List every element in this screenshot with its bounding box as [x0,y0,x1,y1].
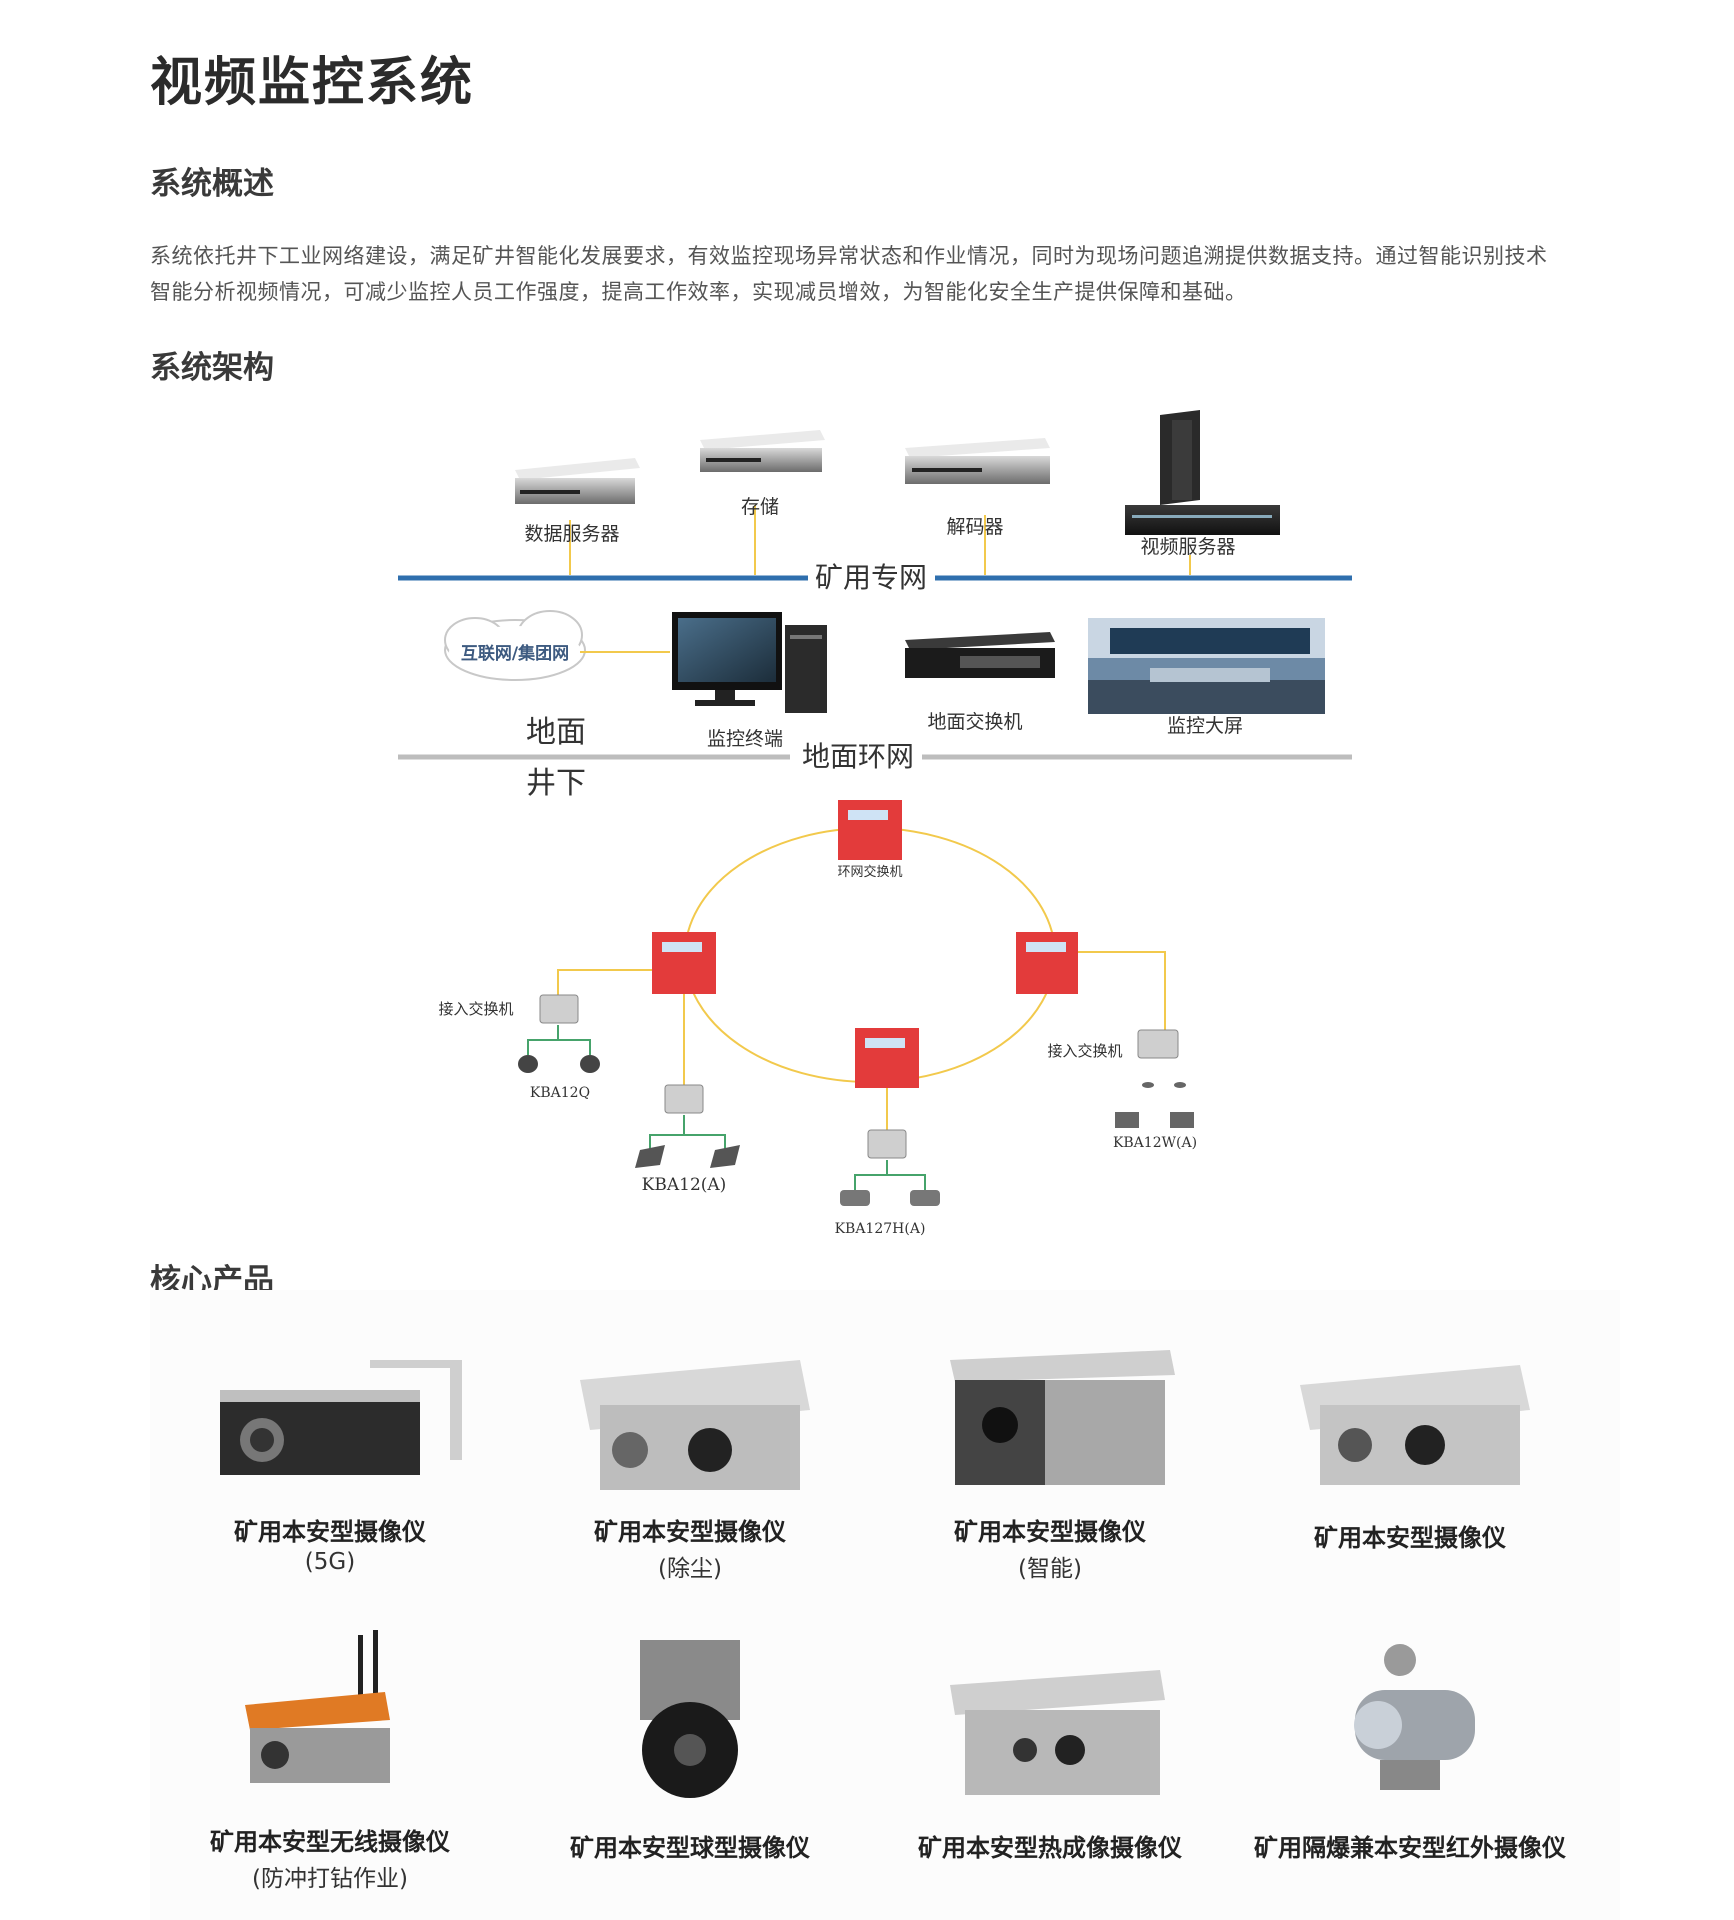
ring-switch-label: 环网交换机 [837,864,902,880]
dome-camera-icon [518,1055,600,1073]
camera-image [1354,1644,1475,1790]
overview-heading: 系统概述 [150,166,274,202]
product-card[interactable]: 矿用本安型摄像仪 (智能) [870,1320,1230,1583]
product-card[interactable]: 矿用本安型摄像仪 [1230,1320,1590,1553]
ring-switch-icon [652,932,716,994]
access-switch-icon [539,994,579,1024]
product-name: 矿用本安型球型摄像仪 [570,1834,810,1862]
product-card[interactable]: 矿用本安型无线摄像仪 (防冲打钻作业) [150,1630,510,1893]
product-card[interactable]: 矿用本安型摄像仪 (除尘) [510,1320,870,1583]
cloud-icon [444,610,586,681]
cloud-label: 互联网/集团网 [461,643,569,664]
product-card[interactable]: 矿用本安型球型摄像仪 [510,1630,870,1863]
camera-image [245,1630,390,1783]
product-name: 矿用本安型摄像仪 [594,1518,786,1546]
camera-model-label: KBA12W(A) [1113,1135,1197,1151]
product-card[interactable]: 矿用本安型热成像摄像仪 [870,1630,1230,1863]
product-card[interactable]: 矿用本安型摄像仪 (5G) [150,1320,510,1575]
product-name: 矿用隔爆兼本安型红外摄像仪 [1254,1834,1566,1862]
box-camera-icon [635,1145,740,1168]
wireless-camera-icon [1115,1082,1194,1128]
camera-model-label: KBA12Q [530,1085,590,1101]
server-label: 解码器 [946,516,1003,538]
ring-switch-icon [1016,932,1078,994]
camera-image [640,1640,740,1798]
products-grid: 矿用本安型摄像仪 (5G) 矿用本安型摄像仪 (除尘) 矿用本安型摄像仪 (智能… [150,1290,1620,1920]
server-label: 数据服务器 [524,523,619,545]
product-name: 矿用本安型无线摄像仪 [210,1828,450,1856]
monitor-terminal-icon [672,612,827,713]
camera-model-label: KBA127H(A) [835,1221,926,1237]
surface-device-label: 地面交换机 [927,711,1022,733]
product-name: 矿用本安型摄像仪 [954,1518,1146,1546]
overview-text: 系统依托井下工业网络建设，满足矿井智能化发展要求，有效监控现场异常状态和作业情况… [150,244,1548,304]
camera-model-label: KBA12(A) [642,1175,727,1195]
mine-network-label: 矿用专网 [815,561,927,594]
underground-label: 井下 [526,766,586,801]
decoder-icon [905,438,1050,484]
storage-icon [700,430,825,472]
video-server-icon [1125,410,1280,535]
ground-switch-icon [905,632,1055,678]
access-switch-label: 接入交换机 [438,1000,513,1018]
data-server-icon [515,458,640,504]
ring-switch-icon [838,800,902,860]
product-subtitle: (除尘) [658,1556,722,1582]
ring-switch-icon [855,1028,919,1088]
product-name: 矿用本安型摄像仪 [234,1518,426,1546]
surface-device-label: 监控终端 [707,728,783,750]
access-switch-icon [1137,1029,1179,1059]
camera-image [950,1350,1175,1485]
product-name: 矿用本安型热成像摄像仪 [918,1834,1182,1862]
access-switch-label: 接入交换机 [1047,1042,1122,1060]
surface-label: 地面 [526,715,586,750]
explosion-proof-camera-icon [840,1190,940,1206]
server-label: 存储 [741,496,779,518]
product-card[interactable]: 矿用隔爆兼本安型红外摄像仪 [1230,1630,1590,1863]
access-switch-icon [664,1084,704,1114]
camera-image [580,1360,810,1490]
camera-image [1300,1365,1530,1485]
page-title: 视频监控系统 [150,52,475,113]
product-subtitle: (防冲打钻作业) [252,1866,408,1892]
product-subtitle: (智能) [1018,1556,1082,1582]
camera-image [950,1670,1165,1795]
product-subtitle: (5G) [304,1549,356,1575]
camera-image [220,1360,462,1475]
surface-device-label: 监控大屏 [1167,715,1243,737]
architecture-heading: 系统架构 [150,350,274,386]
product-name: 矿用本安型摄像仪 [1314,1524,1506,1552]
access-switch-icon [867,1129,907,1159]
server-label: 视频服务器 [1140,536,1235,558]
architecture-diagram: 数据服务器 存储 解码器 视频服务器 矿用专网 互联网/集团网 监控终端 地面交… [398,410,1352,1237]
ring-network-label: 地面环网 [802,740,914,773]
monitoring-wall-icon [1088,618,1325,714]
